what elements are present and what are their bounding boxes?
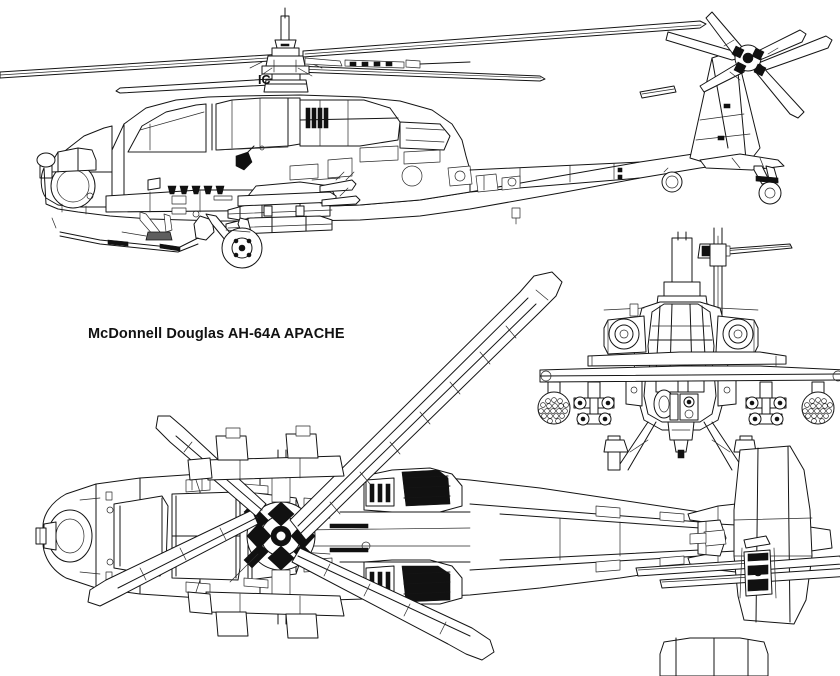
side-tail-rotor — [665, 11, 833, 119]
front-view — [537, 228, 840, 471]
side-rotor-hub — [249, 8, 470, 93]
side-tail-boom — [470, 162, 683, 225]
plan-view — [35, 271, 840, 661]
side-tail-wheel — [753, 165, 782, 205]
front-stub-wings — [539, 351, 840, 383]
side-stabilator — [699, 153, 785, 171]
plan-stub-wings — [205, 425, 345, 639]
plan-tail-wheel — [689, 529, 727, 547]
side-view — [0, 8, 833, 269]
plan-tail-rotor — [635, 535, 840, 599]
side-nose-sensor-turret — [36, 147, 97, 215]
drawing-caption: McDonnell Douglas AH-64A APACHE — [88, 326, 345, 342]
plan-tail-boom — [470, 504, 700, 573]
front-view-lower-detail — [659, 637, 769, 676]
side-view-blade-fragment — [639, 85, 677, 99]
side-engine-nacelle — [299, 99, 473, 187]
plan-vertical-fin — [733, 445, 813, 625]
front-weapons — [537, 381, 835, 426]
plan-landing-gear — [187, 457, 213, 615]
rocket-pod-tubes-left — [538, 397, 569, 424]
mast-marking-label: IC — [258, 73, 271, 87]
side-vertical-fin — [689, 49, 761, 167]
side-main-landing-gear — [121, 211, 263, 269]
rocket-pod-tubes-right — [802, 397, 833, 424]
front-engine-nacelles — [603, 303, 759, 355]
